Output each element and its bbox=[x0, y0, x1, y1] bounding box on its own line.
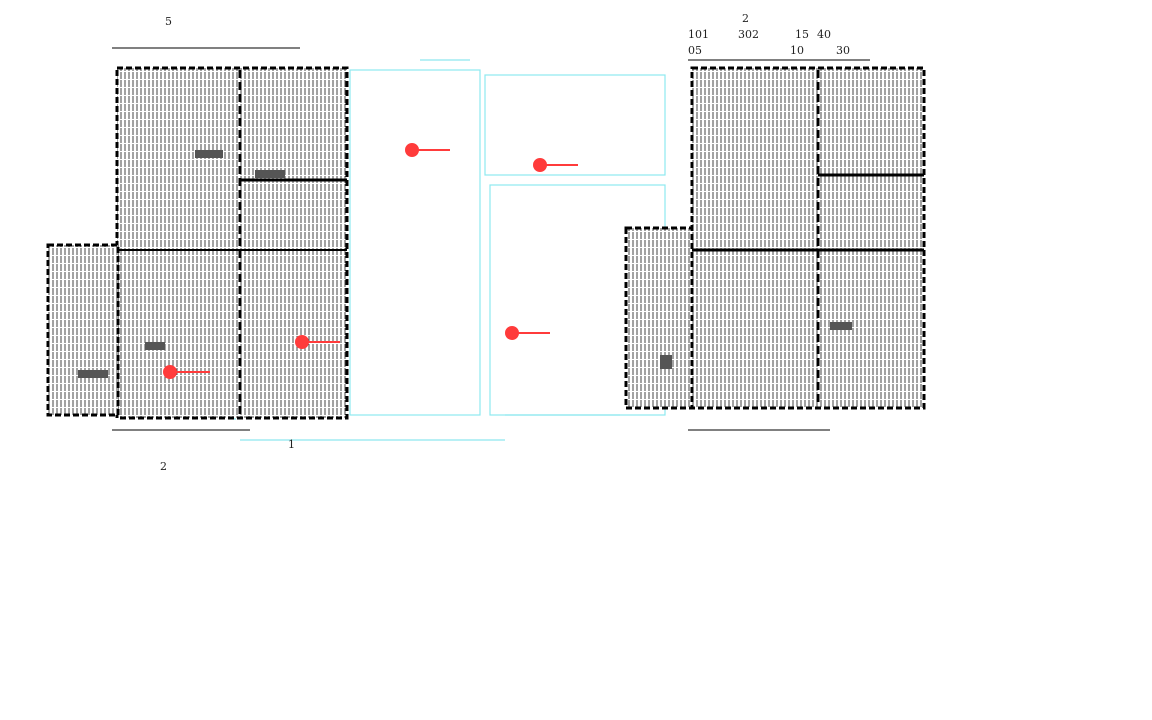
dimension-label: 40 bbox=[817, 28, 831, 41]
marker bbox=[405, 143, 450, 157]
marker bbox=[295, 335, 340, 349]
dimension-label: 1 bbox=[288, 438, 295, 451]
left-floor-plan: 2 1 5 bbox=[46, 15, 349, 473]
right-floor-plan: 101 302 15 40 30 10 05 2 bbox=[624, 12, 926, 431]
dimension-label: 5 bbox=[165, 15, 172, 28]
dimension-label: 101 bbox=[688, 28, 709, 41]
dimension-label: 2 bbox=[742, 12, 749, 25]
dimension-label: 302 bbox=[738, 28, 759, 41]
marker bbox=[505, 326, 550, 340]
marker bbox=[163, 365, 210, 379]
dimension-label: 05 bbox=[688, 44, 702, 57]
red-markers bbox=[163, 143, 578, 379]
dimension-label: 10 bbox=[790, 44, 804, 57]
dimension-label: 30 bbox=[836, 44, 850, 57]
dimension-labels: 101 302 15 40 30 10 05 2 bbox=[688, 12, 850, 57]
dimension-label: 15 bbox=[795, 28, 809, 41]
marker bbox=[533, 158, 578, 172]
dimension-label: 2 bbox=[160, 460, 167, 473]
